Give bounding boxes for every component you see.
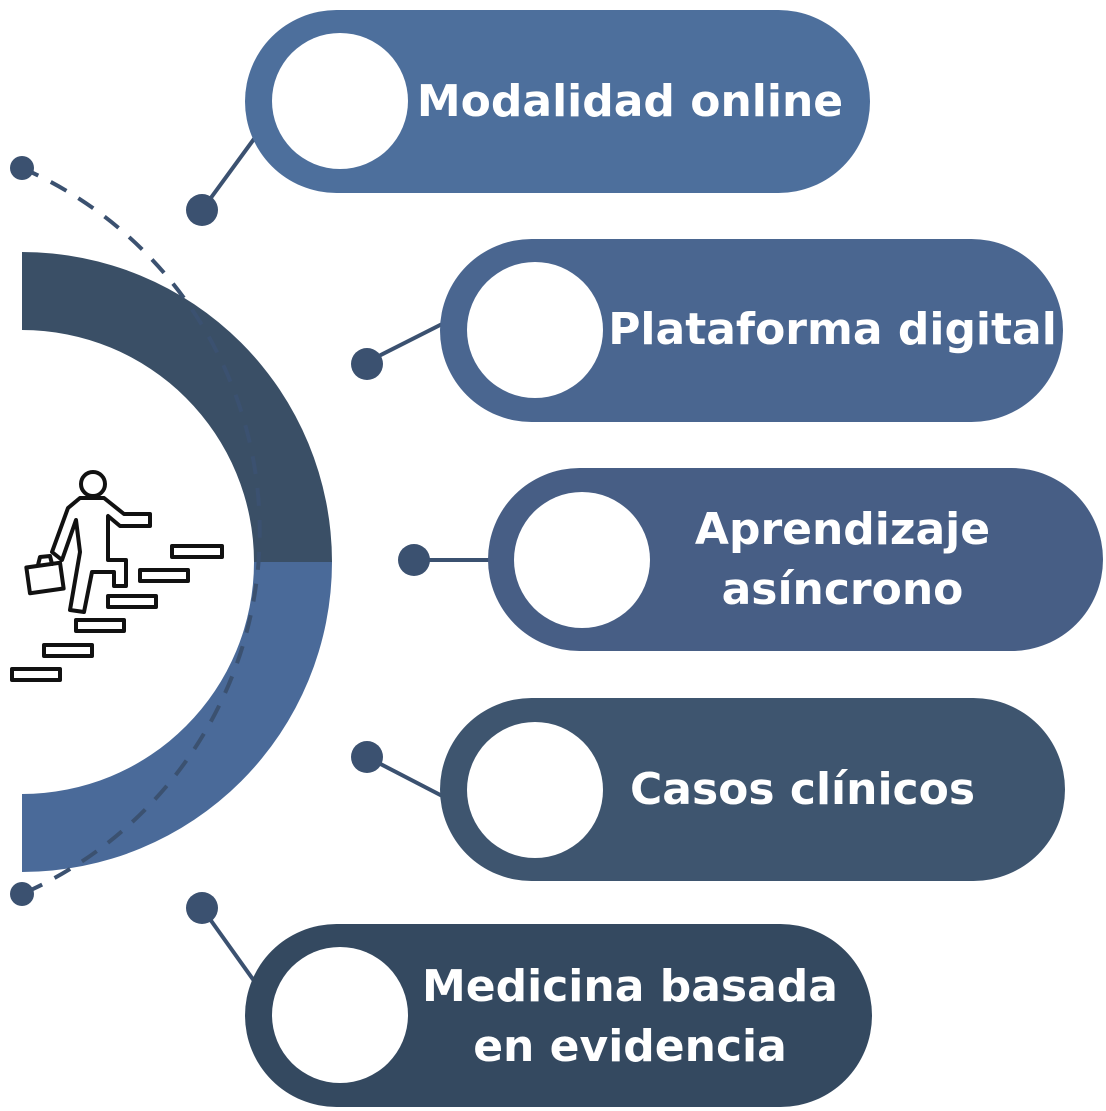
item-2-label: Plataforma digital <box>608 304 1057 355</box>
pill-1-circle <box>272 33 408 169</box>
node-dot-2 <box>351 348 383 380</box>
pill-4-circle <box>467 722 603 858</box>
node-dot-4 <box>351 741 383 773</box>
pill-2-circle <box>467 262 603 398</box>
node-dot-3 <box>398 544 430 576</box>
node-dot-5 <box>186 892 218 924</box>
pill-3 <box>488 468 1103 651</box>
pill-2 <box>440 239 1063 422</box>
item-3-label: Aprendizaje asíncrono <box>694 504 991 615</box>
pill-5 <box>245 924 872 1107</box>
arc-upper-segment <box>22 252 332 562</box>
connector-line-1 <box>200 126 264 212</box>
person-climbing-stairs-icon <box>10 470 224 682</box>
pill-3-circle <box>514 492 650 628</box>
pill-4 <box>440 698 1065 881</box>
pill-5-circle <box>272 947 408 1083</box>
dashed-guide-arc <box>21 166 262 896</box>
pill-1 <box>245 10 870 193</box>
node-dot-1 <box>186 194 218 226</box>
item-5-label: Medicina basada en evidencia <box>422 961 838 1072</box>
arc-lower-segment <box>22 562 332 872</box>
item-4-label: Casos clínicos <box>629 764 976 815</box>
connector-line-2 <box>366 318 451 364</box>
item-1-label: Modalidad online <box>416 76 844 127</box>
arc-end-dot-top <box>10 156 34 180</box>
connector-line-5 <box>200 906 264 994</box>
arc-end-dot-bottom <box>10 882 34 906</box>
